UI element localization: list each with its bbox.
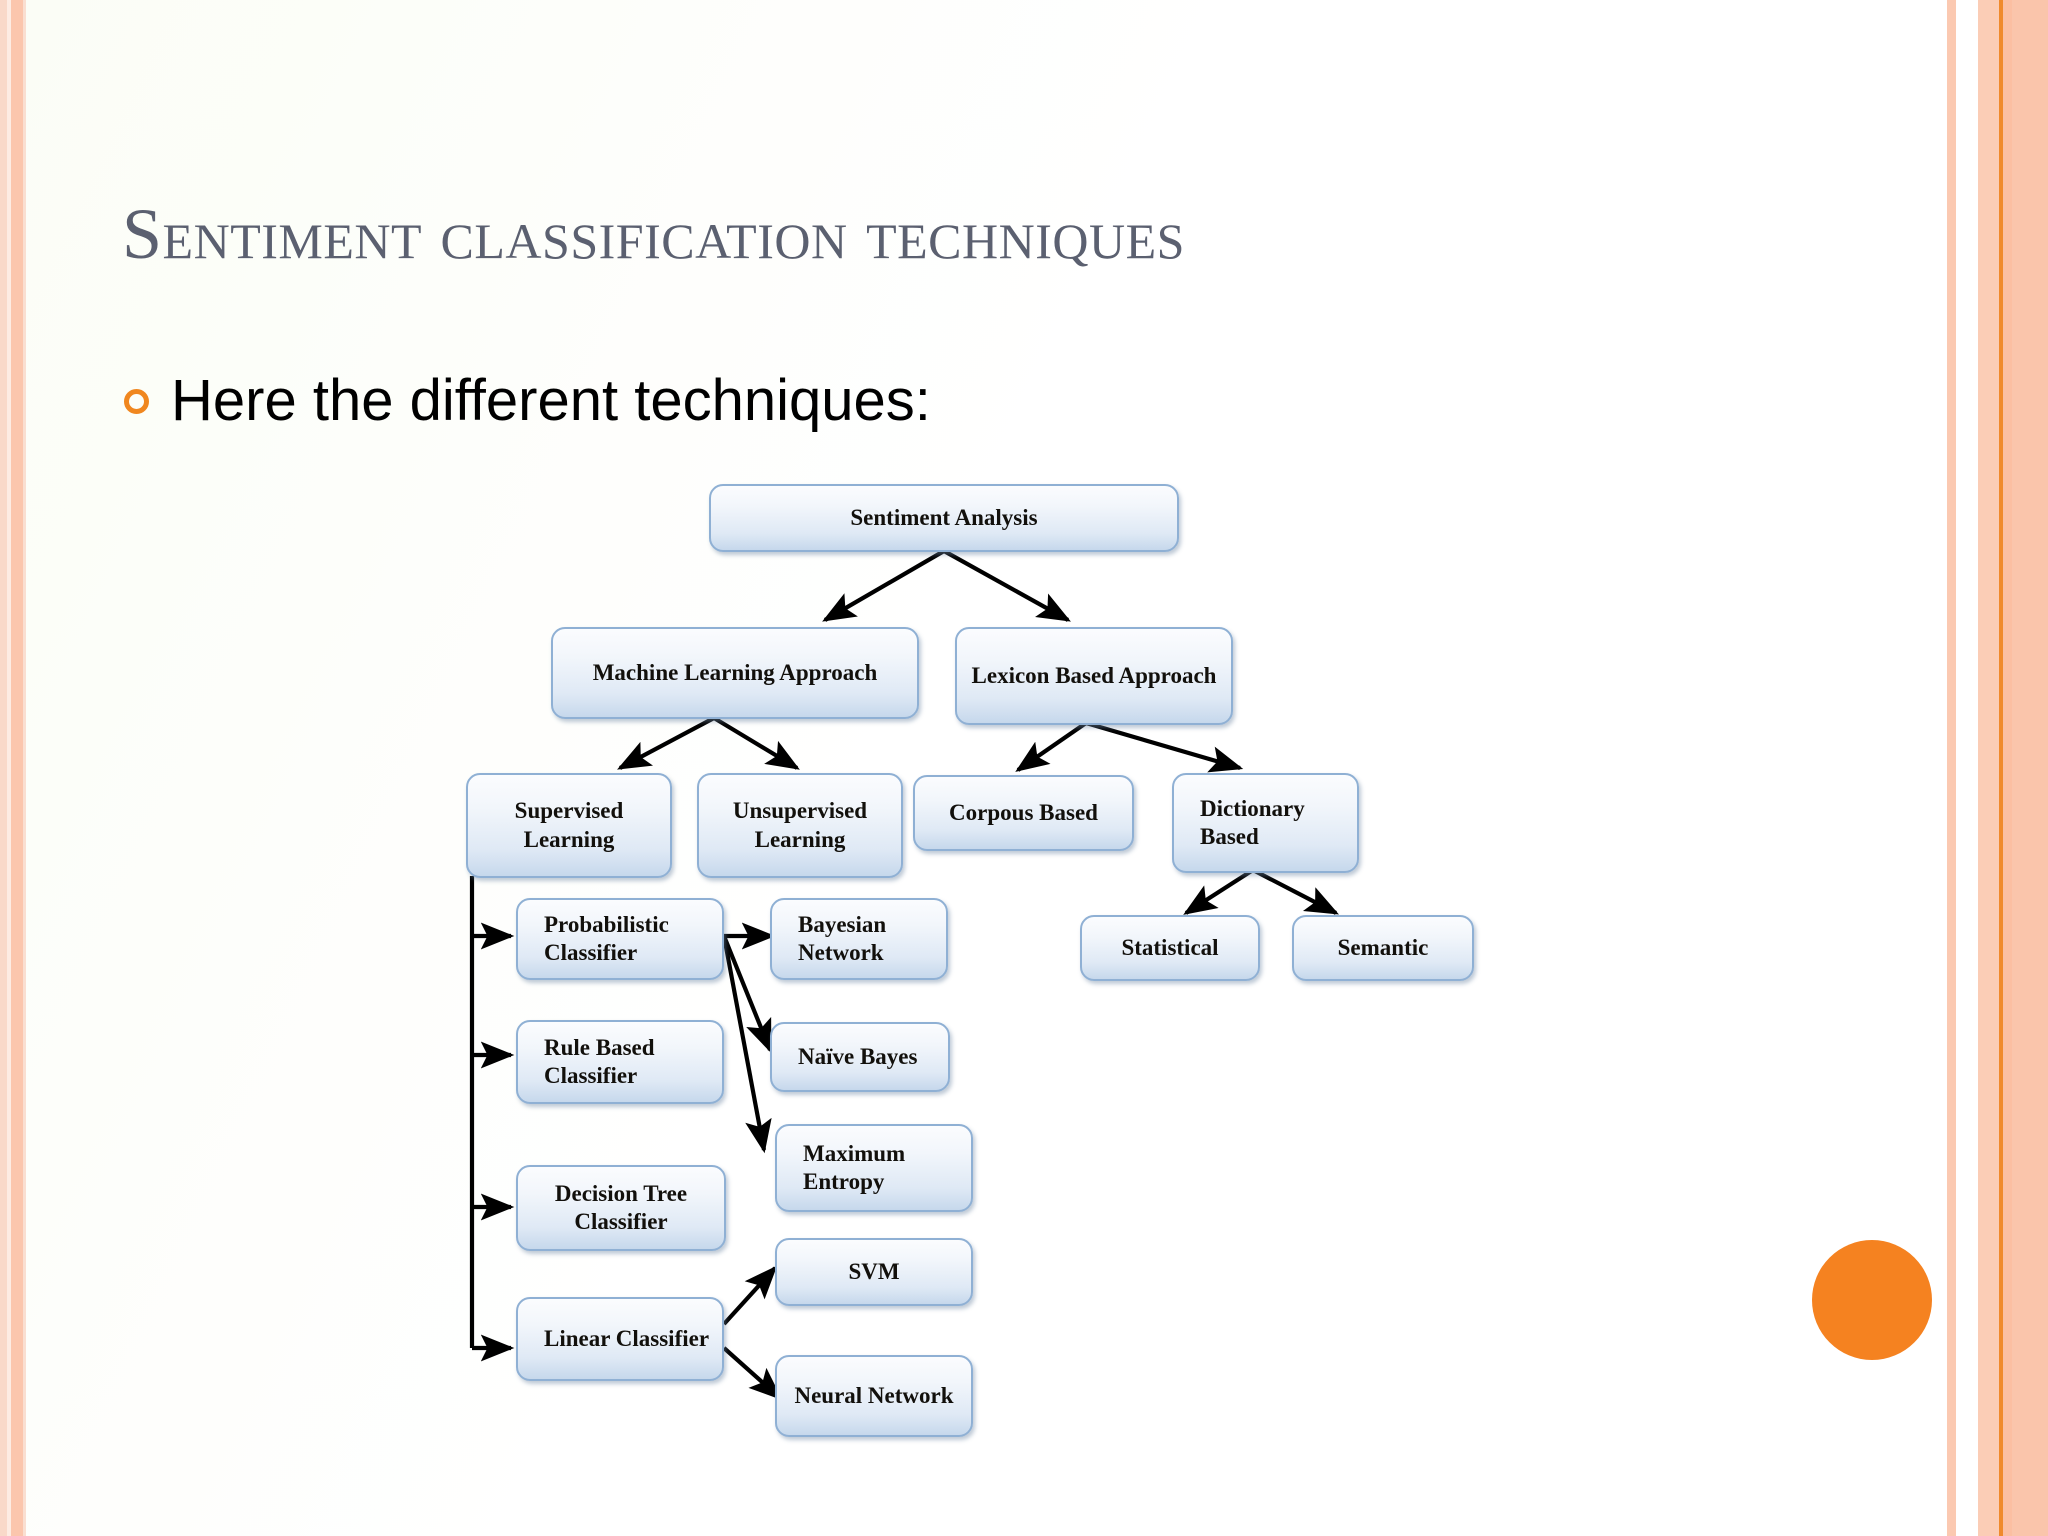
node-label: Neural Network: [794, 1382, 954, 1408]
node-lexicon-based-approach[interactable]: Lexicon Based Approach: [955, 627, 1233, 725]
node-label: Lexicon Based Approach: [971, 662, 1217, 688]
node-neural-network[interactable]: Neural Network: [775, 1355, 973, 1437]
node-linear-classifier[interactable]: Linear Classifier: [516, 1297, 724, 1381]
node-label: Statistical: [1121, 934, 1219, 960]
node-label: Dictionary Based: [1200, 795, 1305, 849]
node-svm[interactable]: SVM: [775, 1238, 973, 1306]
node-probabilistic-classifier[interactable]: Probabilistic Classifier: [516, 898, 724, 980]
right-border-gap: [1956, 0, 1978, 1536]
left-border-stripe-main: [11, 0, 23, 1536]
node-label: Machine Learning Approach: [592, 659, 878, 685]
node-sentiment-analysis[interactable]: Sentiment Analysis: [709, 484, 1179, 552]
node-bayesian-network[interactable]: Bayesian Network: [770, 898, 948, 980]
left-border-stripe-outer: [0, 0, 7, 1536]
left-border-stripe-light: [7, 0, 11, 1536]
node-label: SVM: [848, 1258, 900, 1284]
node-label: Bayesian Network: [798, 911, 887, 965]
node-label: Sentiment Analysis: [850, 504, 1038, 530]
node-unsupervised-learning[interactable]: Unsupervised Learning: [697, 773, 903, 878]
right-border-band-light: [1978, 0, 2001, 1536]
node-naive-bayes[interactable]: Naïve Bayes: [770, 1022, 950, 1092]
node-label: Probabilistic Classifier: [544, 911, 669, 965]
node-statistical[interactable]: Statistical: [1080, 915, 1260, 981]
node-label: Naïve Bayes: [798, 1043, 918, 1069]
node-supervised-learning[interactable]: Supervised Learning: [466, 773, 672, 878]
bullet-item-label: Here the different techniques:: [171, 368, 931, 433]
node-label: Rule Based Classifier: [544, 1034, 655, 1088]
node-label: Maximum Entropy: [803, 1140, 906, 1194]
node-label: Supervised Learning: [514, 798, 624, 852]
node-label: Unsupervised Learning: [732, 798, 868, 852]
node-machine-learning-approach[interactable]: Machine Learning Approach: [551, 627, 919, 719]
node-label: Corpous Based: [949, 799, 1098, 825]
node-decision-tree-classifier[interactable]: Decision Tree Classifier: [516, 1165, 726, 1251]
node-maximum-entropy[interactable]: Maximum Entropy: [775, 1124, 973, 1212]
right-border-band-soft: [2003, 0, 2012, 1536]
node-label: Semantic: [1337, 934, 1429, 960]
node-dictionary-based[interactable]: Dictionary Based: [1172, 773, 1359, 873]
node-semantic[interactable]: Semantic: [1292, 915, 1474, 981]
node-label: Linear Classifier: [544, 1325, 710, 1351]
orange-circle-decoration: [1812, 1240, 1932, 1360]
right-border-accent-line: [1999, 0, 2003, 1536]
bullet-list-item: Here the different techniques:: [124, 372, 931, 430]
hollow-circle-bullet-icon: [124, 388, 149, 414]
node-label: Decision Tree Classifier: [554, 1180, 688, 1234]
right-border-stripe-thin: [1947, 0, 1956, 1536]
page-title: Sentiment classification techniques: [122, 194, 1185, 274]
node-corpous-based[interactable]: Corpous Based: [913, 775, 1134, 851]
node-rule-based-classifier[interactable]: Rule Based Classifier: [516, 1020, 724, 1104]
left-border-stripe-inner: [23, 0, 26, 1536]
